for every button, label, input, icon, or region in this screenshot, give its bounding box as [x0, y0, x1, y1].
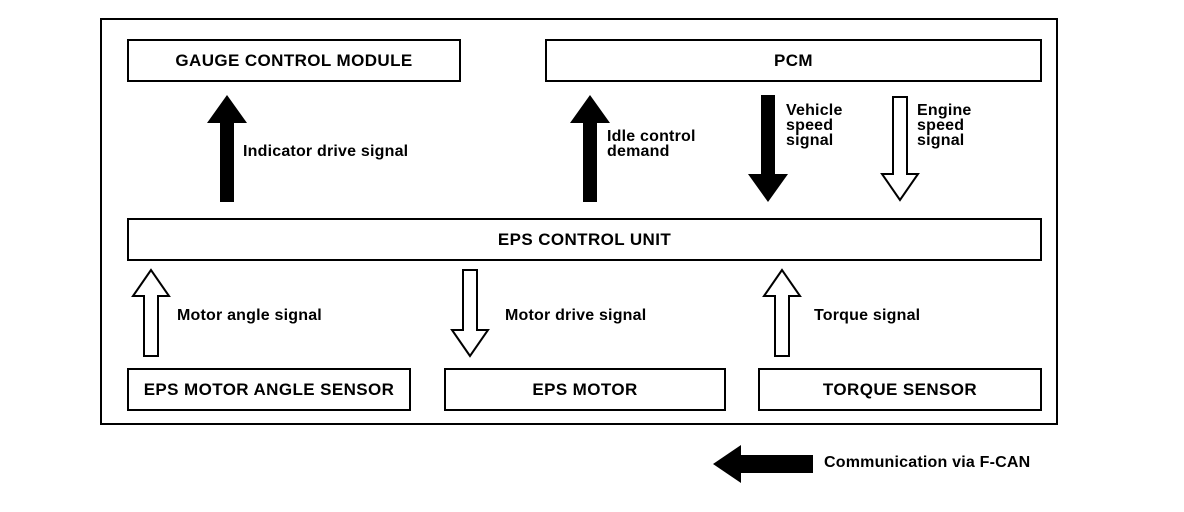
box-torque-sensor-label: TORQUE SENSOR [822, 379, 978, 399]
box-eps-motor-label: EPS MOTOR [532, 379, 638, 399]
box-gauge-control-module-label: GAUGE CONTROL MODULE [175, 50, 413, 70]
f-can-legend-arrow-left [713, 445, 813, 483]
box-pcm-label: PCM [774, 50, 813, 70]
box-eps-motor-angle-sensor: EPS MOTOR ANGLE SENSOR [127, 368, 411, 411]
vehicle-speed-signal-arrow-down [748, 95, 788, 202]
torque-signal-label: Torque signal [814, 307, 921, 324]
box-eps-control-unit: EPS CONTROL UNIT [127, 218, 1042, 261]
motor-drive-signal-label: Motor drive signal [505, 307, 647, 324]
box-pcm: PCM [545, 39, 1042, 82]
vehicle-speed-signal-label: Vehicle speed signal [786, 102, 843, 149]
motor-angle-signal-label: Motor angle signal [177, 307, 322, 324]
box-eps-control-unit-label: EPS CONTROL UNIT [497, 229, 672, 249]
box-torque-sensor: TORQUE SENSOR [758, 368, 1042, 411]
diagram-border [100, 18, 1058, 425]
idle-control-demand-label: Idle control demand [607, 128, 696, 160]
box-gauge-control-module: GAUGE CONTROL MODULE [127, 39, 461, 82]
indicator-drive-signal-arrow-up [207, 95, 247, 202]
box-eps-motor: EPS MOTOR [444, 368, 726, 411]
motor-drive-signal-arrow-down [450, 269, 490, 358]
engine-speed-signal-label: Engine speed signal [917, 102, 972, 149]
idle-control-demand-arrow-up [570, 95, 610, 202]
motor-angle-signal-arrow-up [131, 268, 171, 357]
indicator-drive-signal-label: Indicator drive signal [243, 143, 409, 160]
engine-speed-signal-arrow-down [880, 96, 920, 202]
torque-signal-arrow-up [762, 268, 802, 357]
box-eps-motor-angle-sensor-label: EPS MOTOR ANGLE SENSOR [143, 379, 395, 399]
f-can-legend-label: Communication via F-CAN [824, 454, 1031, 471]
